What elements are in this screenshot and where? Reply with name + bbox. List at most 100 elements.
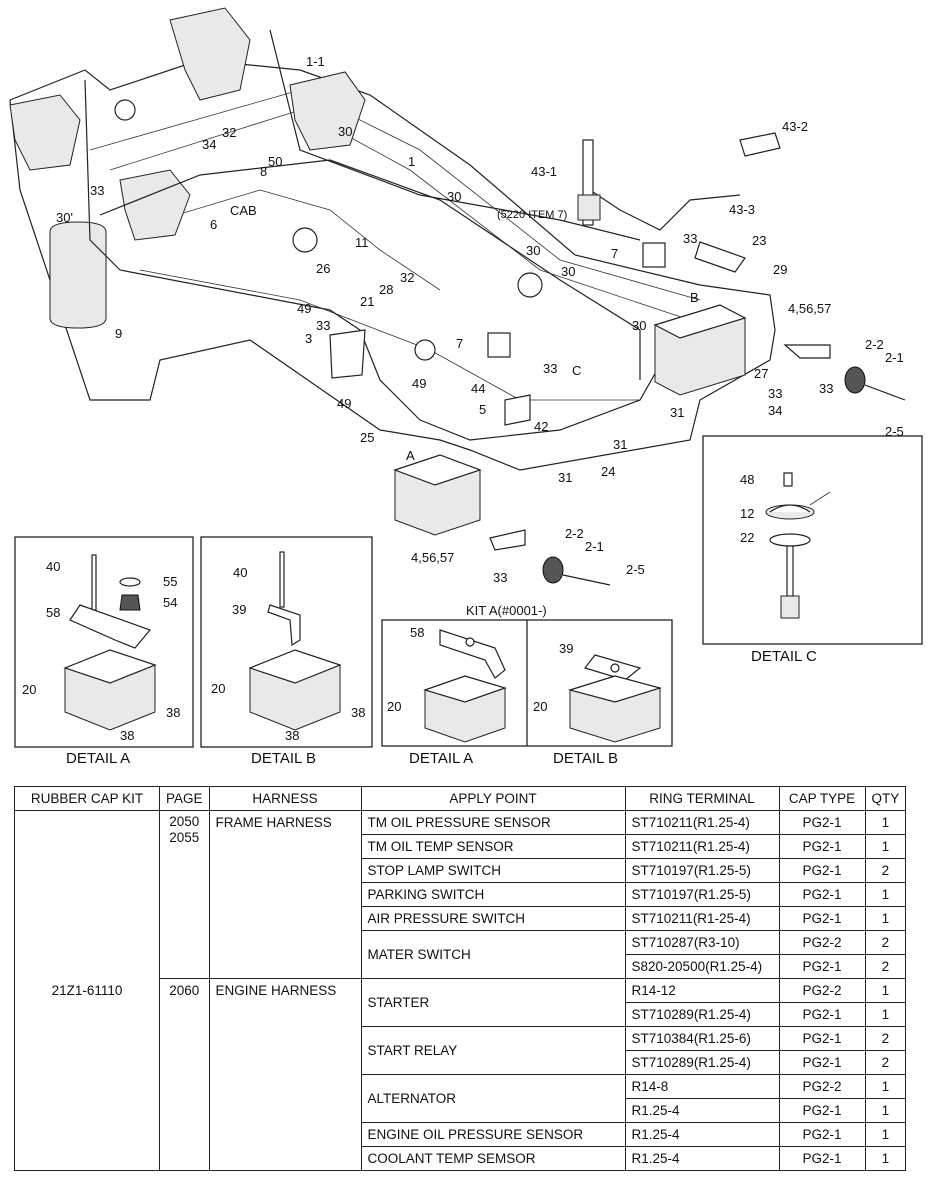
callout-30: 30 [526,243,540,258]
callout-labels: 1-1 1 30 30 30 30 30 30' 32 34 8 50 33 6… [56,54,904,585]
item-note: (5220 ITEM 7) [497,209,567,221]
col-header-apply-point: APPLY POINT [360,786,626,811]
callout-20: 20 [211,681,225,696]
callout-39: 39 [559,641,573,656]
cap-type-cell: PG2-1 [778,954,866,979]
apply-point-cell: START RELAY [360,1026,626,1075]
callout-4-56-57: 4,56,57 [788,301,831,316]
table-row: COOLANT TEMP SEMSOR R1.25-4 PG2-1 1 [15,1146,907,1171]
frame-harness-cell: FRAME HARNESS [208,810,362,979]
callout-26: 26 [316,261,330,276]
callout-B: B [690,290,699,305]
ring-terminal-cell: R14-12 [624,978,780,1003]
callout-33: 33 [493,570,507,585]
kit-detail-b-title: DETAIL B [553,750,618,767]
qty-cell: 1 [864,978,907,1003]
qty-cell: 2 [864,1050,907,1075]
callout-58: 58 [410,625,424,640]
cap-type-cell: PG2-1 [778,1122,866,1147]
col-header-cap-type: CAP TYPE [778,786,866,811]
callout-1: 1 [408,154,415,169]
callout-7: 7 [456,336,463,351]
apply-point-cell: TM OIL TEMP SENSOR [360,834,626,859]
qty-cell: 1 [864,1146,907,1171]
table-row: PARKING SWITCH ST710197(R1.25-5) PG2-1 1 [15,882,907,907]
ring-terminal-cell: ST710287(R3-10) [624,930,780,955]
callout-38: 38 [351,705,365,720]
callout-49: 49 [337,396,351,411]
detail-b-title: DETAIL B [251,750,316,767]
ring-terminal-cell: R1.25-4 [624,1122,780,1147]
callout-1-1: 1-1 [306,54,325,69]
callout-30-prime: 30' [56,210,73,225]
callout-33: 33 [819,381,833,396]
col-header-kit: RUBBER CAP KIT [14,786,160,811]
qty-cell: 1 [864,882,907,907]
callout-40: 40 [233,565,247,580]
callout-8: 8 [260,164,267,179]
table-row: AIR PRESSURE SWITCH ST710211(R1-25-4) PG… [15,906,907,931]
ring-terminal-cell: R1.25-4 [624,1146,780,1171]
callout-28: 28 [379,282,393,297]
ring-terminal-cell: R1.25-4 [624,1098,780,1123]
callout-2-2: 2-2 [865,337,884,352]
qty-cell: 1 [864,1122,907,1147]
frame-page-cell: 2050 2055 [159,810,210,979]
apply-point-cell: MATER SWITCH [360,930,626,979]
cap-type-cell: PG2-1 [778,1002,866,1027]
callout-38: 38 [120,728,134,743]
vehicle-frame [9,7,906,586]
apply-point-cell: ALTERNATOR [360,1074,626,1123]
callout-34: 34 [202,137,216,152]
engine-harness-cell: ENGINE HARNESS [208,978,362,1171]
page-number: 2050 [169,814,200,829]
callout-49: 49 [412,376,426,391]
table-row: STOP LAMP SWITCH ST710197(R1.25-5) PG2-1… [15,858,907,883]
callout-33: 33 [683,231,697,246]
callout-29: 29 [773,262,787,277]
table-row: ENGINE OIL PRESSURE SENSOR R1.25-4 PG2-1… [15,1122,907,1147]
callout-5: 5 [479,402,486,417]
engine-page-cell: 2060 [159,978,210,1171]
table-row: R1.25-4 PG2-1 1 [15,1098,907,1123]
callout-22: 22 [740,530,754,545]
callout-33: 33 [543,361,557,376]
table-header-row: RUBBER CAP KIT PAGE HARNESS APPLY POINT … [14,786,907,811]
callout-2-1: 2-1 [585,539,604,554]
cap-type-cell: PG2-1 [778,1026,866,1051]
detail-c-title: DETAIL C [751,648,817,665]
callout-30: 30 [632,318,646,333]
apply-point-cell: STARTER [360,978,626,1027]
callout-2-5: 2-5 [885,424,904,439]
col-header-harness: HARNESS [208,786,362,811]
kit-number-cell: 21Z1-61110 [14,810,160,1171]
callout-33: 33 [768,386,782,401]
ring-terminal-cell: ST710197(R1.25-5) [624,858,780,883]
cap-type-cell: PG2-1 [778,810,866,835]
ring-terminal-cell: ST710211(R1.25-4) [624,834,780,859]
cap-type-cell: PG2-1 [778,1146,866,1171]
callout-20: 20 [22,682,36,697]
cap-type-cell: PG2-1 [778,906,866,931]
callout-9: 9 [115,326,122,341]
ring-terminal-cell: ST710197(R1.25-5) [624,882,780,907]
detail-a-title: DETAIL A [66,750,130,767]
apply-point-cell: AIR PRESSURE SWITCH [360,906,626,931]
callout-32: 32 [222,125,236,140]
callout-12: 12 [740,506,754,521]
table-row: 2060 ENGINE HARNESS STARTER R14-12 PG2-2… [15,978,907,1171]
apply-point-cell: PARKING SWITCH [360,882,626,907]
callout-21: 21 [360,294,374,309]
qty-cell: 2 [864,858,907,883]
qty-cell: 1 [864,834,907,859]
callout-24: 24 [601,464,615,479]
callout-42: 42 [534,419,548,434]
callout-2-2: 2-2 [565,526,584,541]
callout-40: 40 [46,559,60,574]
callout-38: 38 [166,705,180,720]
callout-49: 49 [297,301,311,316]
qty-cell: 1 [864,1074,907,1099]
cap-type-cell: PG2-1 [778,834,866,859]
cap-type-cell: PG2-1 [778,882,866,907]
cap-type-cell: PG2-2 [778,978,866,1003]
